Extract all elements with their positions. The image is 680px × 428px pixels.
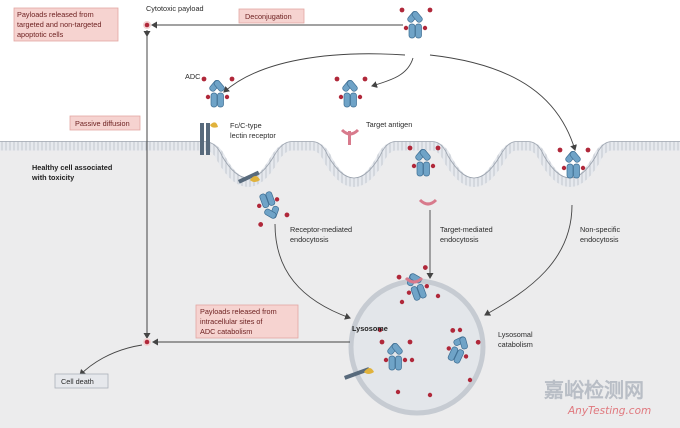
cell-death-box: [54, 373, 109, 389]
cytotoxic-payload-label: Cytotoxic payload: [146, 4, 204, 13]
free-payloads: [377, 293, 473, 398]
passive-diffusion-box: [69, 115, 141, 131]
receptor-endocytosis-line1: Receptor-mediated: [290, 225, 352, 234]
fc-receptor-label-line2: lectin receptor: [230, 131, 276, 140]
payload-bottom-dot: [144, 339, 150, 345]
payload-top-dot: [144, 22, 150, 28]
nonspecific-endocytosis-line1: Non-specific: [580, 225, 620, 234]
watermark-en: AnyTesting.com: [567, 405, 651, 417]
adc-antibody-target: [334, 76, 368, 108]
arrow-to-adc: [223, 53, 406, 93]
payloads-released-lyso-box: [195, 304, 299, 339]
fc-receptor: [200, 122, 218, 155]
arrow-nonspecific-to-lysosome: [484, 204, 573, 316]
payloads-released-lyso-line1: Payloads released from: [200, 307, 277, 316]
payloads-released-dead-line2: targeted and non-targeted: [17, 20, 101, 29]
lysosomal-catabolism-line1: Lysosomal: [498, 330, 533, 339]
fc-receptor-pit: [237, 170, 260, 184]
flow-arrows: [79, 21, 577, 376]
target-antigen-lyso: [404, 276, 424, 284]
adc-antibody-left: [201, 76, 235, 108]
membrane-outer-line: [0, 141, 680, 179]
adc-label: ADC: [185, 72, 200, 81]
cell-membrane: [0, 141, 680, 187]
healthy-cell-label-line2: with toxicity: [31, 173, 75, 182]
target-antigen-pit: [418, 198, 438, 206]
watermark-cn: 嘉峪检测网: [543, 378, 644, 402]
payloads-released-dead-line3: apoptotic cells: [17, 30, 64, 39]
adc-antibody-top: [399, 7, 433, 39]
nonspecific-endocytosis-line2: endocytosis: [580, 235, 619, 244]
deconjugation-label: Deconjugation: [245, 12, 292, 21]
payloads-released-lyso-line2: intracellular sites of: [200, 317, 263, 326]
payloads-released-dead-box: [13, 7, 119, 42]
healthy-cell-label-line1: Healthy cell associated: [32, 163, 112, 172]
fc-receptor-lyso: [344, 367, 374, 380]
lysosome-label: Lysosome: [352, 324, 388, 333]
target-antigen-label: Target antigen: [366, 120, 412, 129]
payloads-released-dead-line1: Payloads released from: [17, 10, 94, 19]
passive-diffusion-label: Passive diffusion: [75, 119, 130, 128]
target-endocytosis-line2: endocytosis: [440, 235, 479, 244]
target-antigen-stem: [348, 131, 351, 145]
deconjugation-box: [238, 8, 305, 24]
target-endocytosis-line1: Target-mediated: [440, 225, 493, 234]
arrow-receptor-to-lysosome: [274, 223, 351, 320]
arrow-to-target: [371, 57, 414, 88]
arrow-to-nonspecific: [429, 54, 577, 151]
receptor-endocytosis-line2: endocytosis: [290, 235, 329, 244]
fc-receptor-label-line1: Fc/C-type: [230, 121, 262, 130]
cell-death-label: Cell death: [61, 377, 94, 386]
arrow-to-cell-death: [79, 344, 143, 376]
payloads-released-lyso-line3: ADC catabolism: [200, 327, 252, 336]
cell-cytoplasm: [0, 146, 680, 428]
lysosomal-catabolism-line2: catabolism: [498, 340, 533, 349]
